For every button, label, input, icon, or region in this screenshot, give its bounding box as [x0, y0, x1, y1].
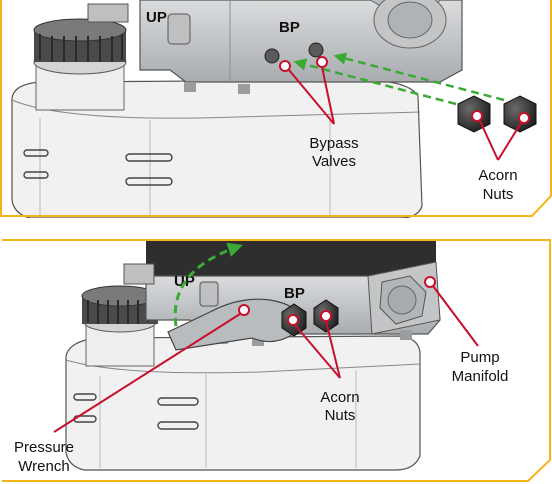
- callout-bypass-valves: [279, 56, 335, 125]
- bypass-valve-left: [264, 48, 280, 64]
- stamp-bp-bottom: BP: [284, 285, 305, 302]
- label-bypass-valves-1: Bypass: [309, 135, 358, 152]
- manifold-block-top: UP BP: [87, 0, 463, 94]
- stamp-bp-top: BP: [279, 19, 300, 36]
- filler-cap: [33, 18, 127, 111]
- top-panel: UP BP: [11, 0, 537, 218]
- rotate-arrow: [173, 242, 243, 327]
- callout-pump-manifold: [424, 276, 479, 347]
- bypass-valve-right: [308, 42, 324, 58]
- label-pump-manifold-2: Manifold: [452, 368, 509, 385]
- bottom-panel: UP BP Acorn Nuts Pump: [14, 240, 508, 475]
- install-arrow-top-2: [333, 52, 505, 102]
- callout-acorn-nuts-top: [471, 110, 530, 161]
- label-acorn-nuts-bottom-2: Nuts: [325, 407, 356, 424]
- callout-pressure-wrench: [53, 304, 250, 433]
- motor-housing: [146, 240, 436, 276]
- top-panel-frame: [0, 0, 552, 217]
- bottom-panel-frame: [2, 239, 551, 482]
- label-pump-manifold-1: Pump: [460, 349, 499, 366]
- stamp-up-top: UP: [146, 9, 167, 26]
- filler-cap-bottom: [81, 285, 159, 367]
- label-acorn-nuts-bottom-1: Acorn: [320, 389, 359, 406]
- label-pressure-wrench-2: Wrench: [18, 458, 69, 475]
- label-acorn-nuts-top-2: Nuts: [483, 186, 514, 203]
- reservoir-slots: [23, 149, 173, 186]
- callout-acorn-nuts-bottom: [287, 310, 341, 379]
- label-acorn-nuts-top-1: Acorn: [478, 167, 517, 184]
- label-pressure-wrench-1: Pressure: [14, 439, 74, 456]
- reservoir-slots-bottom: [73, 393, 199, 430]
- label-bypass-valves-2: Valves: [312, 153, 356, 170]
